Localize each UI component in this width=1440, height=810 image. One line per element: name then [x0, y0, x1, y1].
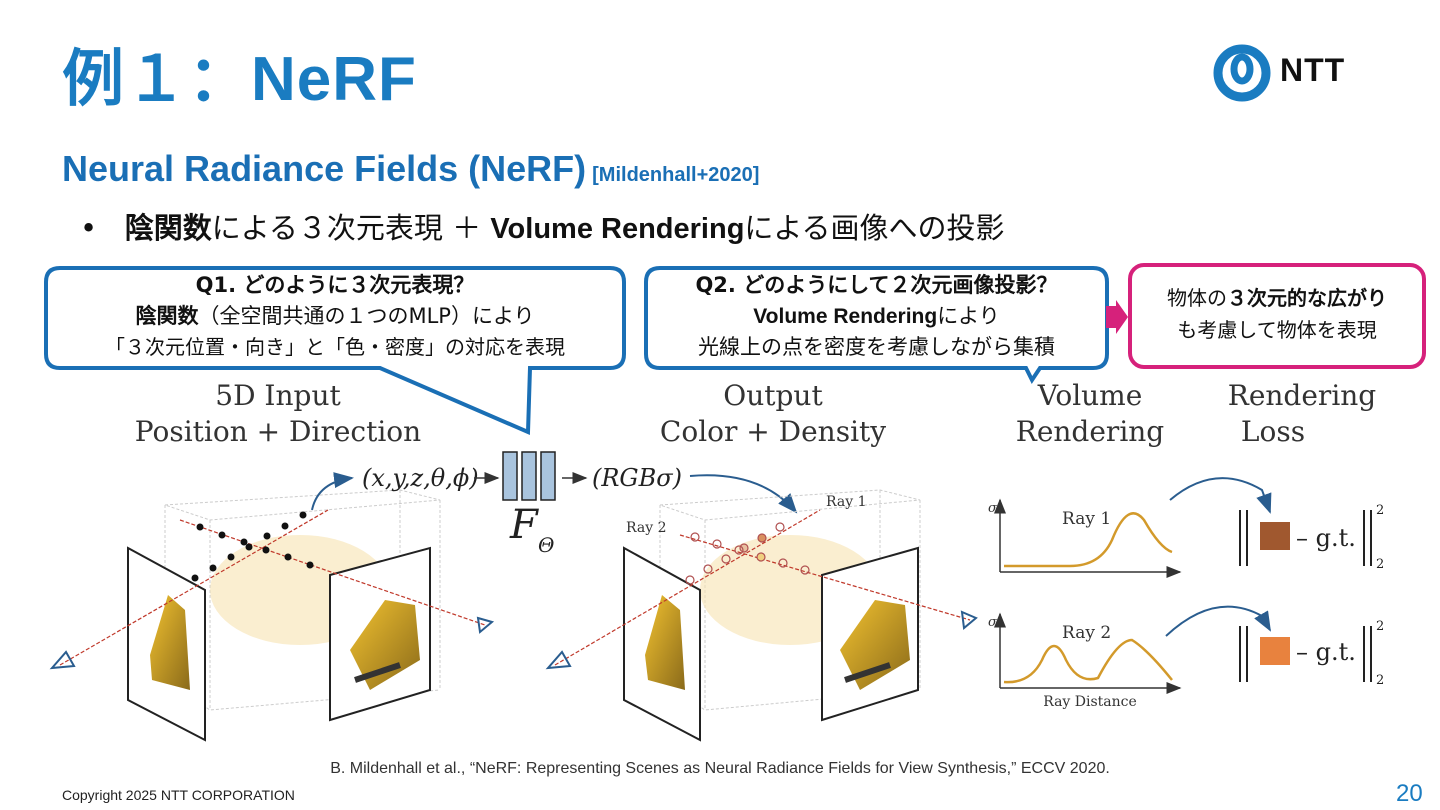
- ntt-logo-icon: [1213, 44, 1271, 102]
- loss-term-1: – g.t. 2 2: [1239, 503, 1384, 572]
- density-curve-ray1: [1004, 512, 1173, 568]
- slide-title: 例１：NeRF: [62, 45, 417, 114]
- header-output-1: Output: [723, 379, 823, 412]
- ntt-logo: NTT: [1212, 42, 1372, 104]
- density-plot-ray2: σ Ray 2 Ray Distance: [988, 612, 1182, 710]
- norm-sup-2: 2: [1376, 619, 1384, 634]
- paper-citation: B. Mildenhall et al., “NeRF: Representin…: [330, 760, 1110, 777]
- q1-line2: （全空間共通の１つのMLP）により: [198, 304, 535, 328]
- answer-line1a: 物体の: [1167, 286, 1227, 310]
- rendered-color-swatch-2: [1260, 637, 1290, 665]
- camera-icon: [49, 650, 76, 670]
- bullet-text-2: による画像への投影: [744, 211, 1005, 245]
- rendered-color-swatch-1: [1260, 522, 1290, 550]
- q1-callout-text: Q1. どのように３次元表現？ 陰関数（全空間共通の１つのMLP）により 「３次…: [48, 270, 622, 363]
- answer-box: [1128, 263, 1426, 369]
- q1-question: Q1. どのように３次元表現？: [195, 273, 475, 297]
- input-vector-label: (x,y,z,θ,ϕ): [362, 464, 479, 492]
- q2-line2: により: [937, 304, 1000, 328]
- header-volume-2: Rendering: [1016, 415, 1165, 448]
- plot-ray2-label: Ray 2: [1062, 623, 1111, 643]
- mlp-network-icon: [502, 451, 556, 501]
- scene-ray2-label: Ray 2: [626, 520, 666, 536]
- camera-icon: [545, 650, 572, 670]
- ray-distance-label: Ray Distance: [1043, 694, 1137, 710]
- logo-text: NTT: [1280, 52, 1346, 88]
- header-output-2: Color + Density: [660, 415, 886, 448]
- q1-callout-box: [44, 266, 626, 436]
- sample-points: [191, 511, 314, 582]
- answer-arrow: [1106, 300, 1128, 334]
- bullet-marker: •: [80, 211, 98, 245]
- sigma-label: σ: [988, 501, 998, 516]
- network-subscript: Θ: [538, 533, 554, 557]
- bullet-implicit-function: 陰関数: [124, 211, 212, 245]
- q2-line3: 光線上の点を密度を考慮しながら集積: [698, 335, 1055, 359]
- norm-sub-1: 2: [1376, 557, 1384, 572]
- q2-callout-text: Q2. どのようにして２次元画像投影？ Volume Renderingにより …: [648, 270, 1105, 363]
- header-loss-2: Loss: [1241, 415, 1305, 448]
- camera-icon: [960, 610, 978, 630]
- copyright: Copyright 2025 NTT CORPORATION: [62, 787, 295, 803]
- bullet-text-1: による３次元表現 ＋: [211, 211, 491, 245]
- bullet-volume-rendering: Volume Rendering: [490, 213, 745, 245]
- subtitle-citation: [Mildenhall+2020]: [592, 164, 760, 186]
- subtitle-text: Neural Radiance Fields (NeRF): [62, 148, 587, 189]
- output-scene: Ray 1 Ray 2: [545, 474, 978, 742]
- norm-sub-2: 2: [1376, 673, 1384, 688]
- colored-sample-points: [685, 522, 810, 585]
- gt-label-2: – g.t.: [1296, 638, 1356, 666]
- q2-callout-box: [644, 266, 1109, 384]
- q2-volume-rendering: Volume Rendering: [753, 305, 938, 328]
- gt-label-1: – g.t.: [1296, 524, 1356, 552]
- callout-shapes: [44, 263, 1426, 436]
- header-volume-1: Volume: [1037, 379, 1143, 412]
- plot-ray1-label: Ray 1: [1062, 509, 1111, 529]
- nerf-pipeline-diagram: 5D Input Position + Direction Output Col…: [49, 379, 1384, 742]
- bullet-point: • 陰関数による３次元表現 ＋ Volume Renderingによる画像への投…: [80, 205, 1005, 247]
- q1-line3: 「３次元位置・向き」と「色・密度」の対応を表現: [105, 335, 565, 359]
- answer-text: 物体の３次元的な広がり も考慮して物体を表現: [1132, 282, 1422, 346]
- arrow-to-loss-2: [1165, 605, 1271, 637]
- slide-subtitle: Neural Radiance Fields (NeRF)[Mildenhall…: [62, 148, 759, 190]
- page-number: 20: [1396, 780, 1423, 807]
- loss-term-2: – g.t. 2 2: [1239, 619, 1384, 688]
- norm-sup-1: 2: [1376, 503, 1384, 518]
- input-scene: [49, 472, 495, 742]
- section-headers: 5D Input Position + Direction Output Col…: [135, 379, 1377, 448]
- q2-question: Q2. どのようにして２次元画像投影？: [695, 273, 1058, 297]
- scene-ray1-label: Ray 1: [826, 494, 866, 510]
- answer-3d-extent: ３次元的な広がり: [1227, 286, 1387, 310]
- camera-icon: [476, 616, 495, 634]
- q1-implicit: 陰関数: [135, 304, 199, 328]
- arrow-to-loss-1: [1169, 477, 1272, 514]
- density-plot-ray1: σ Ray 1: [988, 498, 1182, 578]
- header-loss-1: Rendering: [1228, 379, 1377, 412]
- sigma-label: σ: [988, 615, 998, 630]
- answer-line2: も考慮して物体を表現: [1177, 318, 1377, 342]
- header-input-2: Position + Direction: [135, 415, 421, 448]
- header-input-1: 5D Input: [215, 379, 341, 412]
- network-label: F: [509, 502, 539, 548]
- density-curve-ray2: [1003, 638, 1173, 684]
- output-vector-label: (RGBσ): [592, 464, 682, 492]
